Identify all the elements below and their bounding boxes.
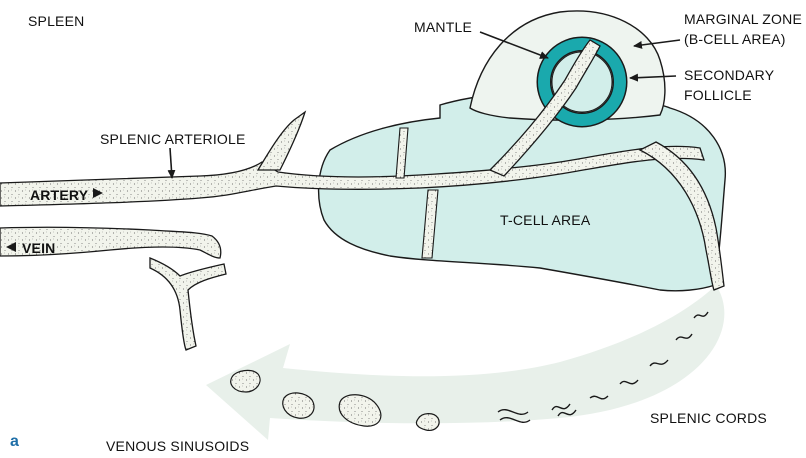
follicle-label: FOLLICLE bbox=[684, 87, 752, 103]
venous-sinusoids-label: VENOUS SINUSOIDS bbox=[106, 438, 249, 454]
lower-vein-branch bbox=[150, 258, 226, 350]
artery-label: ARTERY bbox=[30, 187, 88, 203]
arteriole-branch bbox=[258, 112, 305, 170]
marginal-zone-label: MARGINAL ZONE bbox=[684, 11, 802, 27]
mantle-label: MANTLE bbox=[414, 19, 472, 35]
secondary-label: SECONDARY bbox=[684, 67, 774, 83]
t-cell-area-label: T-CELL AREA bbox=[500, 212, 590, 228]
splenic-cords-label: SPLENIC CORDS bbox=[650, 410, 767, 426]
splenic-arteriole-label: SPLENIC ARTERIOLE bbox=[100, 131, 246, 147]
arteriole-leader bbox=[170, 148, 172, 178]
t-cell-area-region bbox=[319, 90, 726, 291]
diagram-title: SPLEEN bbox=[28, 13, 84, 29]
sinusoid-1 bbox=[231, 370, 260, 392]
sinusoid-4 bbox=[416, 414, 439, 431]
panel-label: a bbox=[10, 434, 19, 450]
vein-label: VEIN bbox=[22, 240, 55, 256]
b-cell-area-label: (B-CELL AREA) bbox=[684, 31, 786, 47]
return-flow-arrow bbox=[206, 285, 724, 440]
